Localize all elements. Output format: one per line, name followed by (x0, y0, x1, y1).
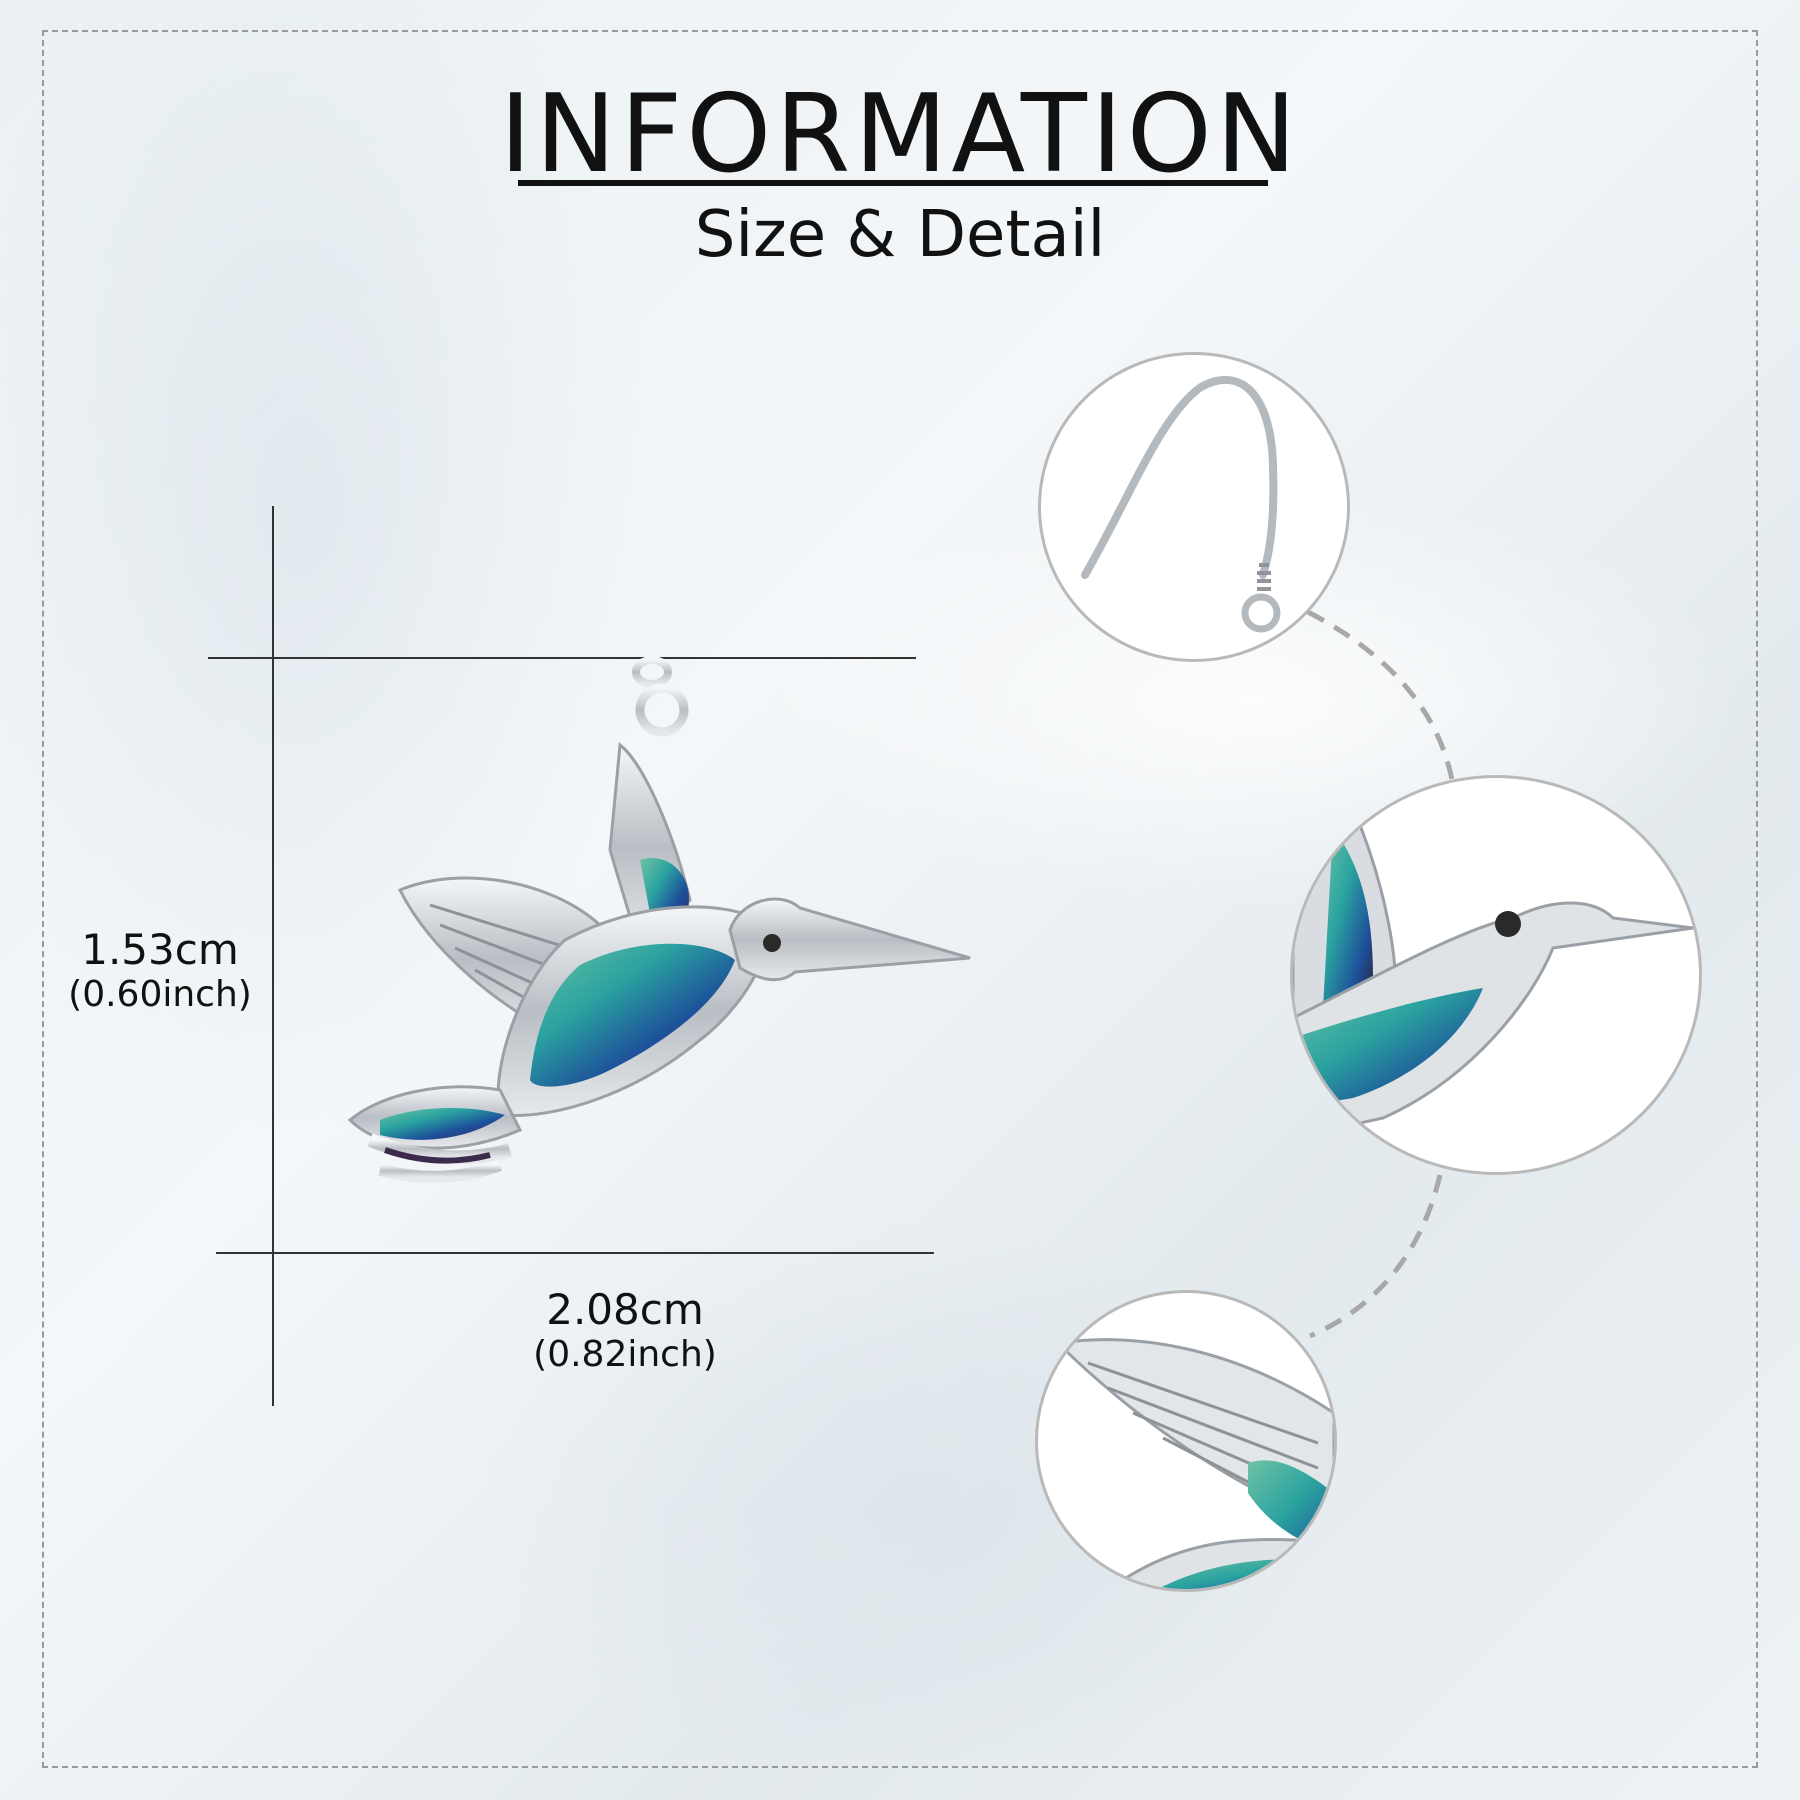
width-dimension: 2.08cm (0.82inch) (505, 1285, 745, 1375)
bottom-guide-line (216, 1252, 934, 1254)
hummingbird-head-closeup (1290, 775, 1702, 1175)
dashed-frame (42, 30, 1758, 1768)
height-dimension: 1.53cm (0.60inch) (50, 925, 270, 1015)
height-inch: (0.60inch) (68, 974, 252, 1015)
height-axis-line (272, 506, 274, 1406)
page-subtitle: Size & Detail (694, 198, 1106, 272)
height-cm: 1.53cm (81, 925, 239, 974)
page-title: INFORMATION (499, 72, 1301, 197)
hummingbird-earring-image (347, 656, 971, 1183)
hummingbird-wing-closeup (1035, 1290, 1337, 1592)
title-underline (518, 180, 1268, 186)
width-inch: (0.82inch) (533, 1334, 717, 1375)
ear-hook-closeup (1038, 352, 1350, 662)
width-cm: 2.08cm (546, 1285, 704, 1334)
top-guide-line (208, 657, 916, 659)
